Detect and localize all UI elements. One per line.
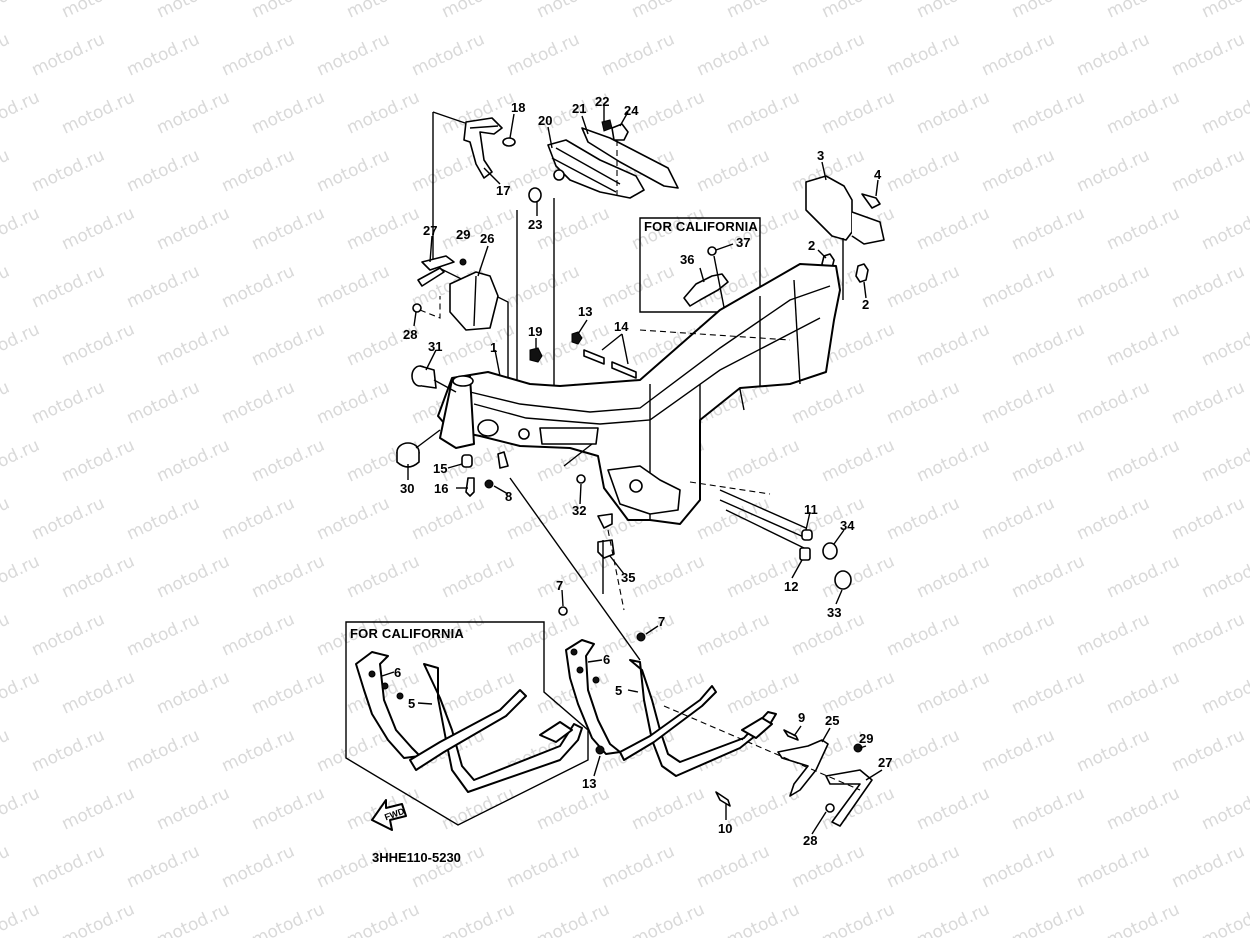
part-label-23[interactable]: 23 — [528, 217, 543, 232]
part-label-2a[interactable]: 2 — [808, 238, 816, 253]
footrest-27-lower — [825, 769, 873, 827]
bracket-35 — [597, 513, 615, 559]
part-label-13a[interactable]: 13 — [578, 304, 593, 319]
part-label-6b[interactable]: 6 — [603, 652, 611, 667]
bolt-24 — [611, 123, 629, 141]
part-label-17[interactable]: 17 — [496, 183, 511, 198]
part-label-21[interactable]: 21 — [572, 101, 587, 116]
part-label-27b[interactable]: 27 — [878, 755, 893, 770]
nut-29a — [459, 258, 467, 266]
callout-box-lower — [345, 621, 589, 826]
part-label-31[interactable]: 31 — [428, 339, 443, 354]
main-frame-1 — [437, 263, 841, 525]
nut-19 — [529, 347, 543, 363]
part-label-11[interactable]: 11 — [804, 502, 818, 517]
part-label-9[interactable]: 9 — [798, 710, 806, 725]
part-label-28a[interactable]: 28 — [403, 327, 418, 342]
bolt-10 — [715, 791, 731, 807]
nut-13b — [595, 745, 605, 755]
part-label-36[interactable]: 36 — [680, 252, 695, 267]
cap-33 — [834, 570, 852, 590]
nut-2b — [855, 263, 869, 283]
bolt-28b — [825, 803, 835, 813]
bolt-37 — [707, 246, 717, 256]
bracket-36 — [683, 273, 729, 307]
callout-title-lower: FOR CALIFORNIA — [350, 626, 465, 641]
part-label-12[interactable]: 12 — [784, 579, 799, 594]
part-label-14[interactable]: 14 — [614, 319, 629, 334]
down-tube-california — [355, 651, 583, 793]
part-label-22[interactable]: 22 — [595, 94, 610, 109]
nut-12 — [799, 547, 811, 561]
bolt-16 — [465, 477, 475, 497]
part-label-15[interactable]: 15 — [433, 461, 448, 476]
part-label-26[interactable]: 26 — [480, 231, 495, 246]
damper-18 — [502, 137, 516, 147]
bolt-11 — [719, 489, 807, 529]
part-label-10[interactable]: 10 — [718, 821, 733, 836]
part-label-7a[interactable]: 7 — [556, 578, 564, 593]
part-label-6a[interactable]: 6 — [394, 665, 402, 680]
bolt-7b — [636, 632, 646, 642]
part-label-3[interactable]: 3 — [817, 148, 825, 163]
plate-21 — [581, 127, 679, 189]
bracket-25 — [777, 739, 829, 797]
bolt-12 — [725, 509, 805, 549]
nut-11 — [801, 529, 813, 541]
down-tube-standard — [565, 639, 777, 777]
part-label-25[interactable]: 25 — [825, 713, 840, 728]
leader-lines — [381, 106, 883, 835]
cap-30 — [396, 442, 420, 468]
cap-34 — [822, 542, 838, 560]
nut-8 — [484, 479, 494, 489]
part-label-19[interactable]: 19 — [528, 324, 543, 339]
cover-20 — [547, 139, 645, 199]
bolt-14b — [611, 361, 637, 379]
part-label-28b[interactable]: 28 — [803, 833, 818, 848]
part-label-5b[interactable]: 5 — [615, 683, 623, 698]
nut-13a — [571, 331, 583, 345]
part-label-7b[interactable]: 7 — [658, 614, 666, 629]
part-label-13b[interactable]: 13 — [582, 776, 597, 791]
footrest-27-upper — [417, 255, 455, 287]
bracket-17 — [463, 117, 516, 179]
part-label-1[interactable]: 1 — [490, 340, 498, 355]
cap-31 — [411, 365, 437, 389]
part-label-18[interactable]: 18 — [511, 100, 526, 115]
part-label-5a[interactable]: 5 — [408, 696, 416, 711]
part-label-27a[interactable]: 27 — [423, 223, 438, 238]
fwd-arrow-icon[interactable]: FWD — [371, 799, 407, 831]
part-label-37[interactable]: 37 — [736, 235, 751, 250]
bracket-3 — [805, 175, 885, 245]
part-label-33[interactable]: 33 — [827, 605, 842, 620]
part-label-32[interactable]: 32 — [572, 503, 587, 518]
bolt-7a — [558, 606, 568, 616]
part-label-16[interactable]: 16 — [434, 481, 449, 496]
bracket-26 — [449, 271, 499, 331]
part-label-29a[interactable]: 29 — [456, 227, 471, 242]
collar-15 — [461, 454, 473, 468]
group-outline-top — [432, 111, 466, 124]
part-label-29b[interactable]: 29 — [859, 731, 874, 746]
bolt-9 — [783, 729, 799, 741]
damper-23 — [528, 187, 542, 203]
bolt-28a — [412, 303, 422, 313]
part-label-8[interactable]: 8 — [505, 489, 513, 504]
nut-32 — [576, 474, 586, 484]
part-label-4[interactable]: 4 — [874, 167, 882, 182]
part-label-30[interactable]: 30 — [400, 481, 415, 496]
bolt-4 — [861, 193, 881, 209]
part-label-34[interactable]: 34 — [840, 518, 855, 533]
callout-title-upper: FOR CALIFORNIA — [644, 219, 759, 234]
part-label-35[interactable]: 35 — [621, 570, 636, 585]
bolt-14a — [583, 349, 605, 365]
part-label-20[interactable]: 20 — [538, 113, 553, 128]
part-label-2b[interactable]: 2 — [862, 297, 870, 312]
diagram-code: 3HHE110-5230 — [372, 850, 461, 865]
part-label-24[interactable]: 24 — [624, 103, 639, 118]
